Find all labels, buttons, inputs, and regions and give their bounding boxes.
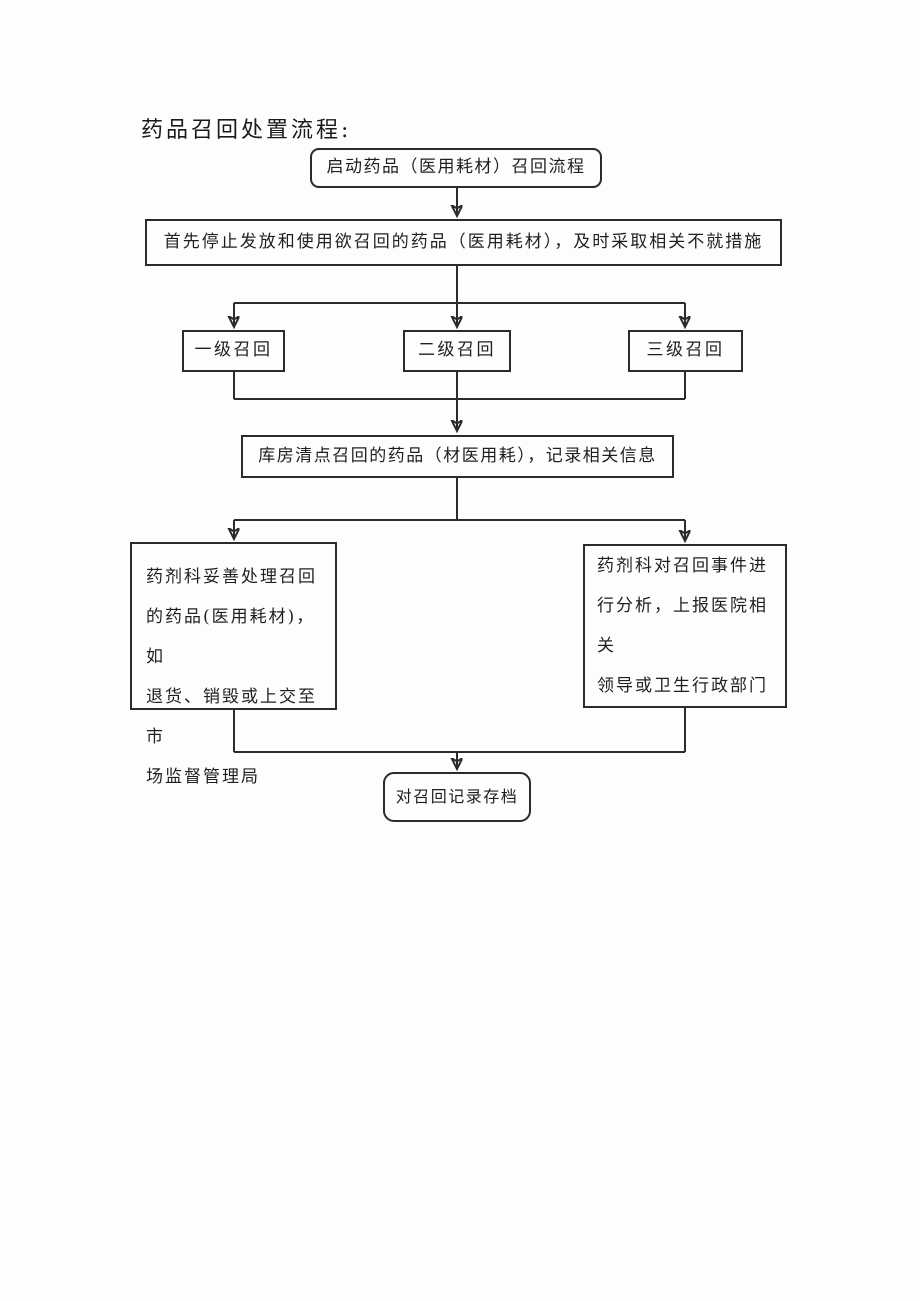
node-pharmacy-dispose-label: 药剂科妥善处理召回 的药品(医用耗材)，如 退货、销毁或上交至市 场监督管理局 (146, 567, 317, 787)
node-recall-level1: 一级召回 (182, 330, 285, 372)
node-pharmacy-dispose: 药剂科妥善处理召回 的药品(医用耗材)，如 退货、销毁或上交至市 场监督管理局 (130, 542, 337, 787)
node-pharmacy-report-label: 药剂科对召回事件进 行分析，上报医院相关 领导或卫生行政部门 (597, 556, 768, 696)
node-recall-level1-label: 一级召回 (194, 340, 273, 361)
node-archive-records: 对召回记录存档 (383, 772, 531, 822)
node-recall-level2-label: 二级召回 (418, 340, 496, 361)
node-recall-level2: 二级召回 (403, 330, 511, 372)
node-recall-level3-label: 三级召回 (646, 340, 725, 361)
node-warehouse-inventory-label: 库房清点召回的药品（材医用耗），记录相关信息 (258, 445, 657, 466)
node-start: 启动药品（医用耗材）召回流程 (310, 148, 602, 188)
node-halt-distribution-label: 首先停止发放和使用欲召回的药品（医用耗材），及时采取相关不就措施 (163, 231, 764, 252)
node-halt-distribution: 首先停止发放和使用欲召回的药品（医用耗材），及时采取相关不就措施 (145, 219, 782, 266)
node-recall-level3: 三级召回 (628, 330, 743, 372)
page-title: 药品召回处置流程: (141, 118, 352, 143)
node-start-label: 启动药品（医用耗材）召回流程 (326, 157, 586, 178)
node-warehouse-inventory: 库房清点召回的药品（材医用耗），记录相关信息 (241, 435, 674, 478)
node-archive-records-label: 对召回记录存档 (395, 787, 519, 806)
node-pharmacy-report: 药剂科对召回事件进 行分析，上报医院相关 领导或卫生行政部门 (583, 544, 787, 708)
